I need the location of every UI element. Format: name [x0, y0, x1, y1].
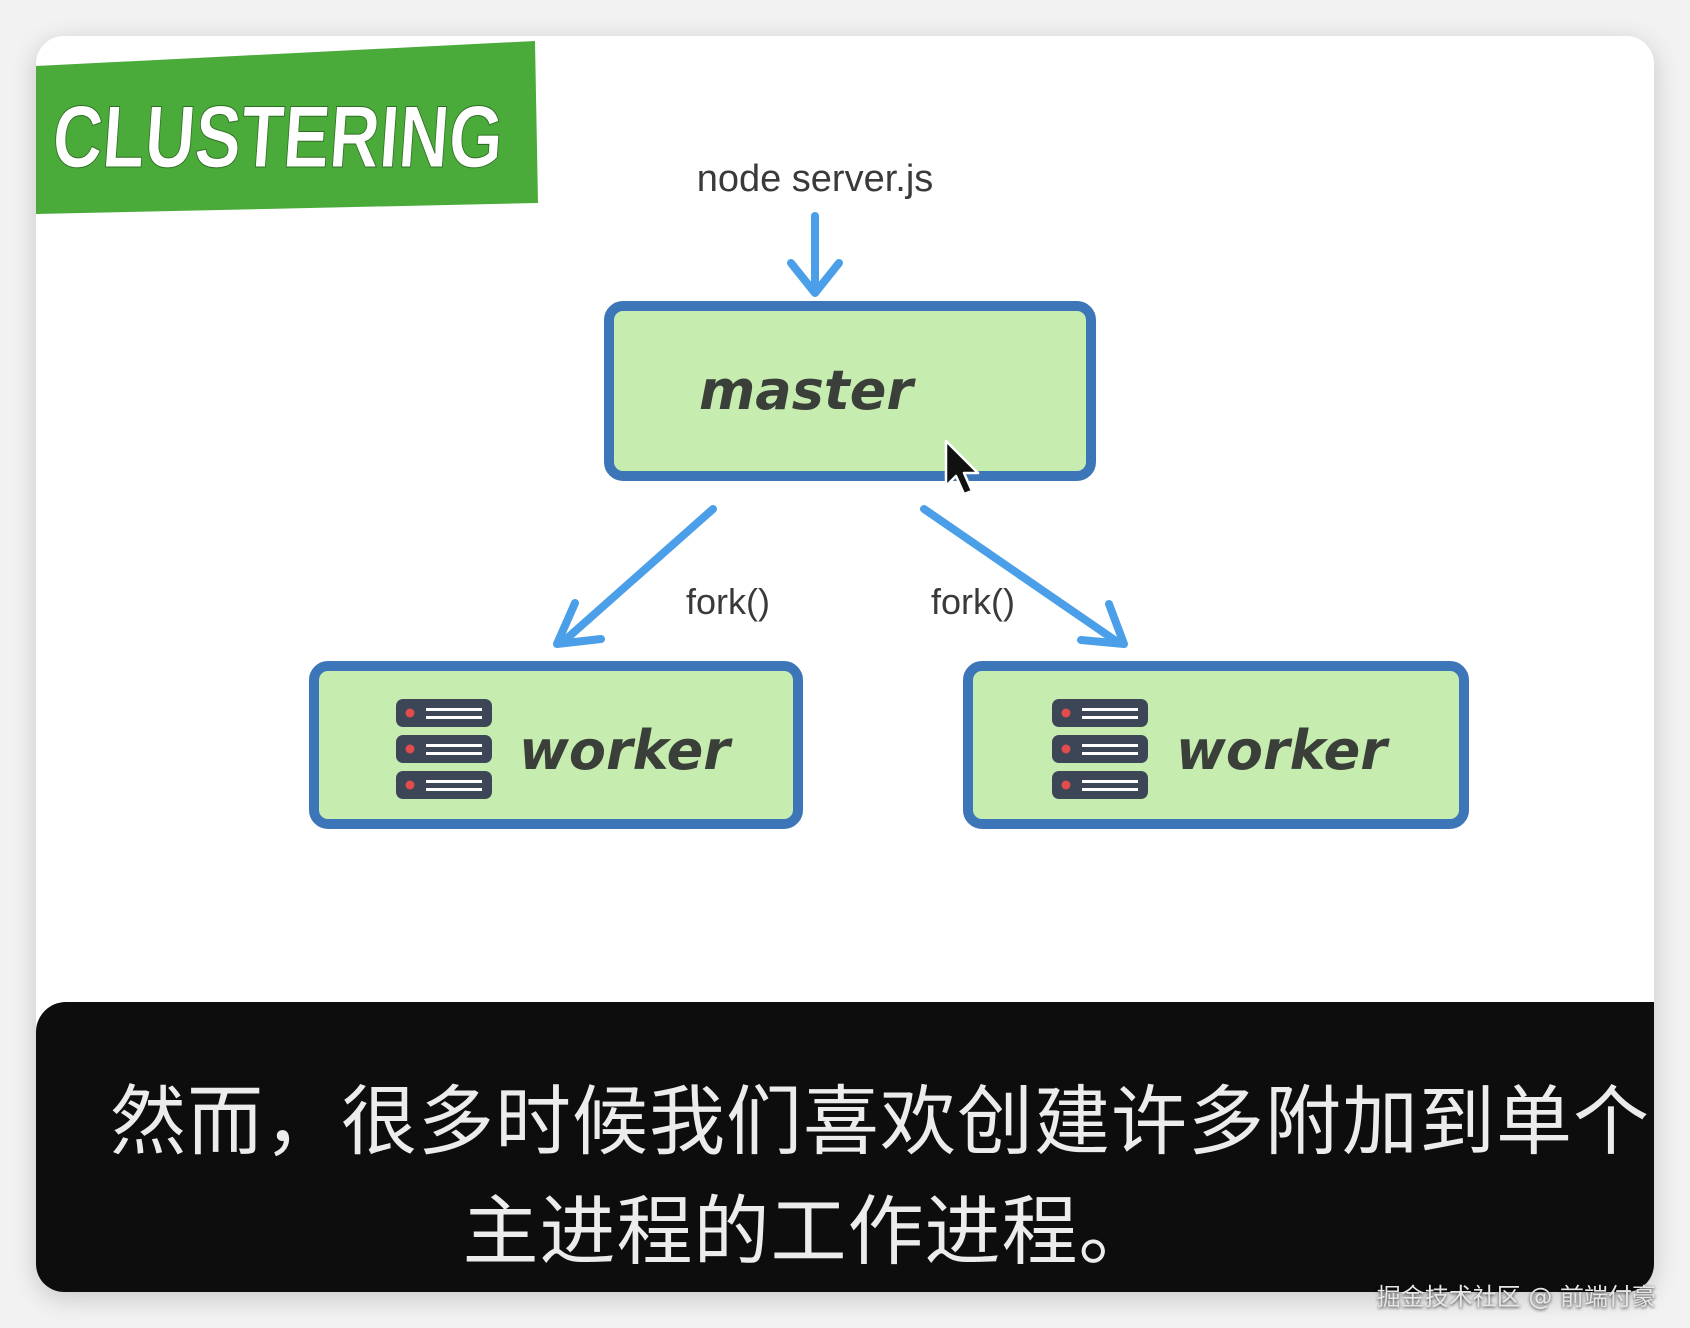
subtitle-line-1: 然而，很多时候我们喜欢创建许多附加到单个 — [110, 1077, 1650, 1166]
command-label: node server.js — [697, 158, 934, 200]
mouse-cursor-icon — [944, 439, 980, 496]
cluster-diagram: CLUSTERING node server.js master — [36, 41, 1469, 829]
fork-left-label: fork() — [686, 581, 770, 622]
worker-right-label: worker — [1176, 719, 1390, 782]
fork-right-label: fork() — [931, 581, 1015, 622]
clustering-badge: CLUSTERING — [36, 41, 538, 214]
arrow-diagonal-icon — [920, 505, 1128, 648]
arrow-diagonal-icon — [553, 505, 717, 648]
worker-box-right: worker — [963, 661, 1469, 829]
slide: CLUSTERING node server.js master — [36, 36, 1654, 1002]
badge-text: CLUSTERING — [50, 87, 507, 186]
subtitle-line-2: 主进程的工作进程。 — [462, 1187, 1156, 1276]
server-stack-icon — [396, 699, 492, 799]
watermark: 掘金技术社区 @ 前端付豪 — [1376, 1283, 1656, 1311]
master-label: master — [699, 359, 916, 422]
master-box: master — [604, 301, 1096, 481]
worker-box-left: worker — [309, 661, 803, 829]
server-stack-icon — [1052, 699, 1148, 799]
arrow-down-icon — [787, 212, 843, 297]
worker-left-label: worker — [519, 719, 733, 782]
subtitle-bar — [36, 1002, 1654, 1292]
video-frame: CLUSTERING node server.js master — [36, 36, 1654, 1292]
